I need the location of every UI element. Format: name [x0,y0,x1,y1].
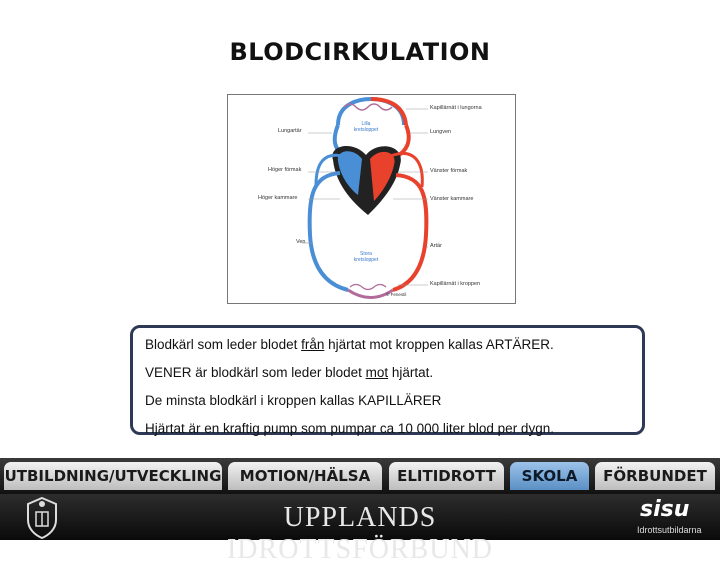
crest-logo-icon[interactable] [20,494,64,540]
text-arterer: Blodkärl som leder blodet från hjärtat m… [145,337,642,353]
label-hoger-formak: Höger förmak [268,167,302,173]
label-lungartar: Lungartär [278,128,302,134]
tab-motion-halsa[interactable]: MOTION/HÄLSA [228,462,382,490]
text-arterer-underline: från [301,337,325,352]
label-vanster-formak: Vänster förmak [430,168,468,174]
lilla-line1: Lilla [361,121,371,127]
label-hoger-kammare: Höger kammare [258,195,298,201]
text-vener-underline: mot [365,365,389,380]
text-hjartat: Hjärtat är en kraftig pump som pumpar ca… [145,421,554,436]
footer-bar: UPPLANDS IDROTTSFÖRBUND [0,494,720,565]
tab-forbundet[interactable]: FÖRBUNDET [595,462,715,490]
stora-line1: Stora [360,251,372,257]
circulation-diagram: Lungartär Höger förmak Höger kammare Ven… [227,94,516,304]
lilla-line2: kretsloppet [353,127,379,133]
label-kapillarnat-lungorna: Kapillärnät i lungorna [430,105,482,111]
stora-line2: kretsloppet [353,257,379,263]
circulation-illustration [302,96,429,299]
diagram-credit: © Fenestil [386,292,407,297]
tab-utbildning-utveckling[interactable]: UTBILDNING/UTVECKLING [4,462,222,490]
sisu-logo[interactable]: sisu [640,497,690,522]
label-artar: Artär [430,243,442,249]
slide-title: BLODCIRKULATION [229,38,491,66]
label-stora-kretsloppet: Stora kretsloppet [346,251,386,263]
label-vanster-kammare: Vänster kammare [430,196,474,202]
text-arterer-b: hjärtat mot kroppen kallas ARTÄRER. [324,337,554,352]
org-name: UPPLANDS IDROTTSFÖRBUND [226,502,494,565]
label-lilla-kretsloppet: Lilla kretsloppet [346,121,386,133]
label-kapillarnat-kroppen: Kapillärnät i kroppen [430,281,481,287]
text-vener-a: VENER är blodkärl som leder blodet [145,365,366,380]
label-ven: Ven [296,239,306,245]
info-textbox: Blodkärl som leder blodet från hjärtat m… [130,325,645,436]
tab-elitidrott[interactable]: ELITIDROTT [389,462,504,490]
text-kapillarer: De minsta blodkärl i kroppen kallas KAPI… [145,393,442,408]
slide-canvas: BLODCIRKULATION [130,38,645,436]
nav-bar: UTBILDNING/UTVECKLING MOTION/HÄLSA ELITI… [0,458,720,494]
text-arterer-a: Blodkärl som leder blodet [145,337,302,352]
label-lungven: Lungven [430,129,452,135]
sisu-subtitle: Idrottsutbildarna [637,525,702,535]
text-vener-b: hjärtat. [388,365,434,380]
text-vener: VENER är blodkärl som leder blodet mot h… [145,365,642,381]
tab-skola[interactable]: SKOLA [510,462,589,490]
